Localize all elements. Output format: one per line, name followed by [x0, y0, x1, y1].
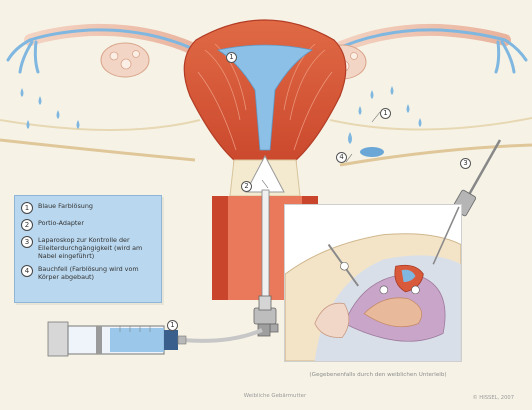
- legend-text: Bauchfell (Farblösung wird vom Körper ab…: [38, 265, 155, 281]
- legend-item-3: 3 Laparoskop zur Kontrolle der Eileiterd…: [21, 236, 155, 260]
- adapter-tube: [262, 190, 269, 310]
- pelvis-cross-section-illustration: [285, 205, 461, 361]
- ovary-left: [101, 43, 149, 77]
- legend-number: 4: [21, 265, 33, 277]
- pelvic-outline-right: [330, 118, 532, 130]
- legend-item-4: 4 Bauchfell (Farblösung wird vom Körper …: [21, 265, 155, 281]
- callout-dye-right: 1: [380, 108, 391, 119]
- legend-text: Laparoskop zur Kontrolle der Eileiterdur…: [38, 236, 155, 260]
- legend-box: 1 Blaue Farblösung 2 Portio-Adapter 3 La…: [14, 195, 162, 303]
- tubing: [182, 330, 262, 341]
- copyright-credit: © HISSEL, 2007: [472, 395, 514, 401]
- pelvic-outline-left: [0, 120, 200, 130]
- callout-laparoscope: 3: [460, 158, 471, 169]
- legend-item-1: 1 Blaue Farblösung: [21, 202, 155, 214]
- peritoneum-line-left: [0, 140, 195, 160]
- figure-caption: Weibliche Gebärmutter: [230, 393, 320, 399]
- legend-item-2: 2 Portio-Adapter: [21, 219, 155, 231]
- callout-peritoneum: 4: [336, 152, 347, 163]
- callout-syringe-dye: 1: [167, 320, 178, 331]
- legend-number: 2: [21, 219, 33, 231]
- legend-text: Blaue Farblösung: [38, 202, 93, 210]
- legend-number: 1: [21, 202, 33, 214]
- inset-caption: (Gegebenenfalls durch den weiblichen Unt…: [294, 372, 462, 378]
- callout-uterus-dye: 1: [226, 52, 237, 63]
- dye-drops-left: [21, 88, 80, 129]
- legend-text: Portio-Adapter: [38, 219, 84, 227]
- legend-number: 3: [21, 236, 33, 248]
- syringe: [48, 322, 186, 356]
- inset-cross-section: [284, 204, 462, 362]
- dye-drops-right: [348, 86, 422, 157]
- vagina-wall: [212, 196, 228, 300]
- callout-portio-adapter: 2: [241, 181, 252, 192]
